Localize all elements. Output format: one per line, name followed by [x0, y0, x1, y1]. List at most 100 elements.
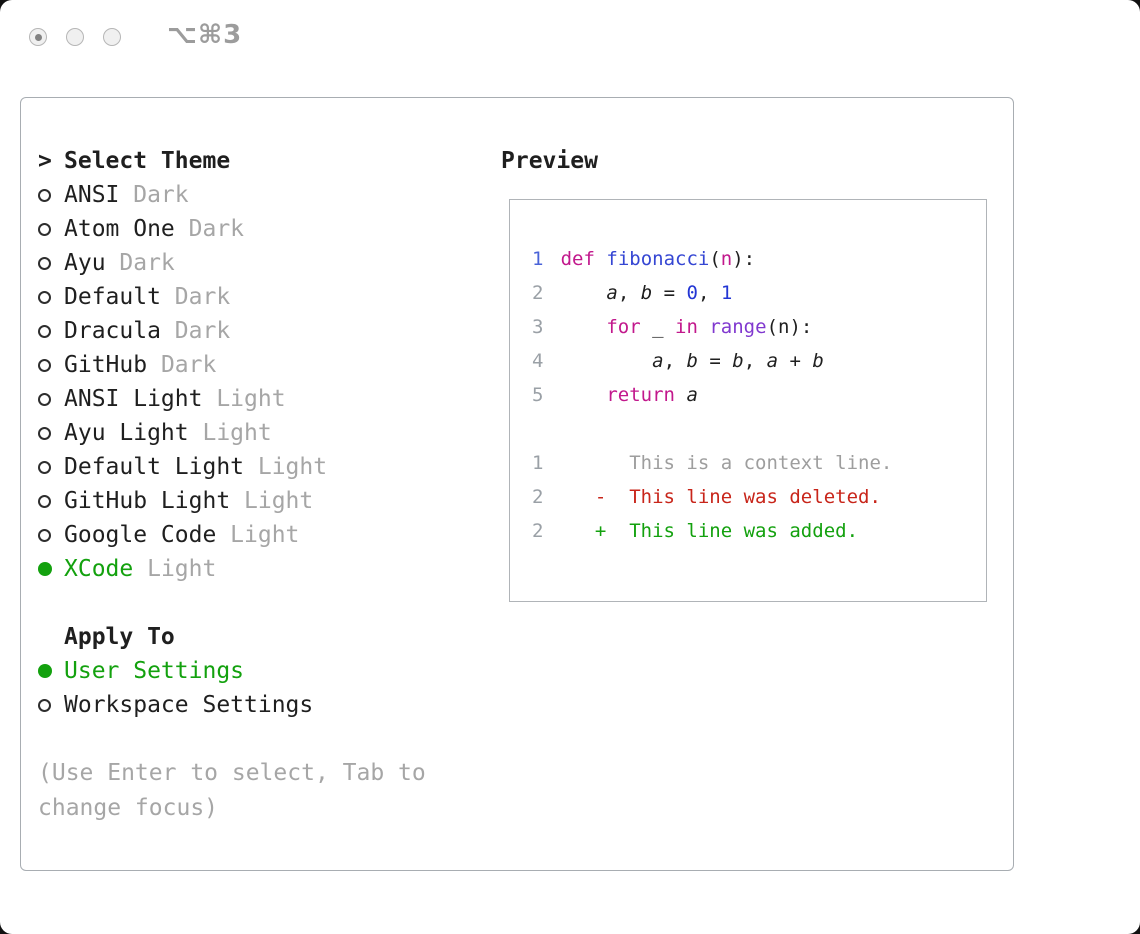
code-token — [595, 248, 606, 270]
option-label: Atom One — [64, 216, 175, 242]
preview-heading: Preview — [501, 148, 598, 174]
code-token: (n): — [766, 316, 813, 338]
preview-line: 2 + This line was added. — [532, 514, 986, 548]
code-token: return — [606, 384, 675, 406]
radio-icon — [38, 188, 64, 202]
line-number: 4 — [532, 350, 544, 372]
theme-option-ayu-light[interactable]: Ayu Light Light — [38, 416, 484, 450]
traffic-lights — [29, 28, 121, 46]
theme-option-atom-one[interactable]: Atom One Dark — [38, 212, 484, 246]
theme-variant: Light — [202, 420, 272, 446]
code-token — [561, 316, 607, 338]
code-token — [561, 282, 607, 304]
window-button-dot-icon — [34, 33, 42, 41]
radio-icon — [38, 290, 64, 304]
radio-selected-icon — [38, 664, 64, 678]
code-token: b — [640, 282, 653, 304]
option-label: Dracula — [64, 318, 161, 344]
keyboard-shortcut-label: ⌥⌘3 — [167, 20, 243, 50]
apply-option-workspace-settings[interactable]: Workspace Settings — [38, 688, 484, 722]
code-token: = — [652, 282, 687, 304]
radio-icon — [38, 358, 64, 372]
radio-icon — [38, 256, 64, 270]
code-token — [561, 384, 607, 406]
radio-icon — [38, 426, 64, 440]
code-token: + — [778, 350, 813, 372]
preview-line: 1 This is a context line. — [532, 446, 986, 480]
apply-option-user-settings[interactable]: User Settings — [38, 654, 484, 688]
radio-icon — [38, 392, 64, 406]
option-label: Ayu Light — [64, 420, 189, 446]
code-token: a — [686, 384, 698, 406]
preview-line: 4 a, b = b, a + b — [532, 344, 986, 378]
code-token: a — [652, 350, 664, 372]
theme-variant: Dark — [174, 284, 231, 310]
window-zoom-button[interactable] — [103, 28, 121, 46]
theme-variant: Dark — [160, 352, 217, 378]
option-label: GitHub Light — [64, 488, 231, 514]
line-number: 3 — [532, 316, 544, 338]
theme-option-dracula[interactable]: Dracula Dark — [38, 314, 484, 348]
radio-icon — [38, 222, 64, 236]
option-label: Google Code — [64, 522, 217, 548]
code-token: , — [617, 282, 641, 304]
code-token: n — [720, 248, 733, 270]
theme-variant: Light — [257, 454, 328, 480]
select-theme-heading: > Select Theme — [38, 144, 484, 178]
code-token — [561, 350, 653, 372]
window-minimize-button[interactable] — [66, 28, 84, 46]
preview-line: 3 for _ in range(n): — [532, 310, 986, 344]
code-token — [698, 316, 709, 338]
prompt-arrow-icon: > — [38, 148, 52, 174]
preview-line: 5 return a — [532, 378, 986, 412]
line-number: 1 — [532, 248, 544, 270]
theme-variant: Light — [244, 488, 314, 514]
theme-variant: Dark — [174, 318, 231, 344]
code-token: a — [766, 350, 779, 372]
theme-option-ansi-light[interactable]: ANSI Light Light — [38, 382, 484, 416]
radio-icon — [38, 324, 64, 338]
code-token — [675, 384, 686, 406]
code-token: fibonacci — [606, 248, 710, 270]
theme-variant: Dark — [119, 250, 175, 276]
option-label: Default Light — [64, 454, 245, 480]
theme-option-github-light[interactable]: GitHub Light Light — [38, 484, 484, 518]
theme-option-default[interactable]: Default Dark — [38, 280, 484, 314]
option-label: User Settings — [64, 658, 245, 684]
theme-variant: Light — [147, 556, 217, 582]
code-token: ): — [732, 248, 756, 270]
code-token: - This line was deleted. — [560, 486, 881, 508]
apply-to-heading: Apply To — [64, 624, 175, 650]
theme-variant: Dark — [188, 216, 245, 242]
code-token: b — [686, 350, 698, 372]
preview-line: 2 a, b = 0, 1 — [532, 276, 986, 310]
code-token: = — [697, 350, 733, 372]
code-token: , — [743, 350, 767, 372]
preview-line: 2 - This line was deleted. — [532, 480, 986, 514]
option-label: ANSI — [64, 182, 120, 208]
radio-icon — [38, 698, 64, 712]
preview-line: 1 def fibonacci(n): — [532, 242, 986, 276]
option-label: ANSI Light — [64, 386, 203, 412]
code-token: _ — [640, 316, 676, 338]
code-token: def — [560, 248, 595, 270]
code-token: 0 — [686, 282, 698, 304]
blank-line — [532, 412, 986, 446]
code-token: , — [663, 350, 687, 372]
window-close-button[interactable] — [29, 28, 47, 46]
line-number: 1 — [532, 452, 544, 474]
code-token: ( — [709, 248, 721, 270]
theme-variant: Light — [216, 386, 286, 412]
code-token: 1 — [720, 282, 733, 304]
option-label: Default — [64, 284, 161, 310]
radio-icon — [38, 494, 64, 508]
code-token: range — [709, 316, 767, 338]
theme-option-default-light[interactable]: Default Light Light — [38, 450, 484, 484]
